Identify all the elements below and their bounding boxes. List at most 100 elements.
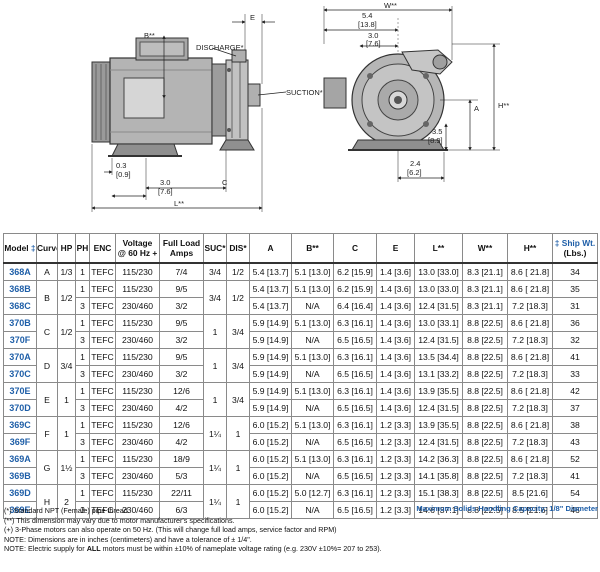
dim-35-cm-label: [8.9] — [428, 136, 443, 145]
cell-ship: 33 — [552, 365, 598, 383]
cell-b: N/A — [291, 467, 334, 485]
cell-l: 13.0 [33.0] — [414, 262, 463, 281]
cell-ship: 42 — [552, 382, 598, 400]
cell-h: 7.2 [18.3] — [507, 297, 553, 315]
cell-h: 8.6 [ 21.8] — [507, 450, 553, 468]
cell-h: 8.6 [ 21.8] — [507, 416, 553, 434]
cell-b: N/A — [291, 297, 334, 315]
cell-amps: 6/3 — [159, 501, 204, 519]
cell-enc: TEFC — [89, 314, 116, 332]
col-ship: ‡ Ship Wt.(Lbs.) — [552, 233, 598, 264]
cell-c: 6.3 [16.1] — [333, 484, 377, 502]
cell-a: 6.0 [15.2] — [249, 450, 292, 468]
cell-e: 1.4 [3.6] — [376, 331, 415, 349]
cell-enc: TEFC — [89, 450, 116, 468]
cell-ph: 1 — [75, 262, 90, 281]
cell-ship: 46 — [552, 501, 598, 519]
col-dis: DIS* — [226, 233, 250, 264]
discharge-label: DISCHARGE* — [196, 43, 244, 52]
cell-h: 7.2 [18.3] — [507, 433, 553, 451]
cell-a: 6.0 [15.2] — [249, 416, 292, 434]
cell-e: 1.4 [3.6] — [376, 348, 415, 366]
cell-w: 8.8 [22.5] — [462, 348, 508, 366]
cell-a: 5.4 [13.7] — [249, 280, 292, 298]
cell-dis: 1 — [226, 416, 250, 451]
cell-model: 368B — [3, 280, 37, 298]
cell-l: 13.9 [35.5] — [414, 416, 463, 434]
cell-b: 5.1 [13.0] — [291, 262, 334, 281]
cell-c: 6.3 [16.1] — [333, 450, 377, 468]
cell-ph: 3 — [75, 433, 90, 451]
cell-voltage: 115/230 — [115, 416, 160, 434]
cell-ph: 1 — [75, 314, 90, 332]
cell-dis: 3/4 — [226, 314, 250, 349]
cell-ph: 3 — [75, 331, 90, 349]
cell-dis: 1 — [226, 450, 250, 485]
cell-e: 1.4 [3.6] — [376, 314, 415, 332]
dim-30b-label: 3.0 — [368, 31, 378, 40]
col-b: B** — [291, 233, 334, 264]
dim-30-cm-label: [7.6] — [158, 187, 173, 196]
note-tolerance: NOTE: Dimensions are in inches (centimet… — [4, 534, 252, 544]
cell-a: 5.4 [13.7] — [249, 297, 292, 315]
cell-enc: TEFC — [89, 399, 116, 417]
note-thread: (*) Standard NPT (Female) pipe thread. — [4, 506, 130, 515]
cell-ph: 1 — [75, 348, 90, 366]
cell-enc: TEFC — [89, 262, 116, 281]
cell-h: 8.5 [21.6] — [507, 484, 553, 502]
cell-ship: 38 — [552, 416, 598, 434]
cell-l: 12.4 [31.5] — [414, 399, 463, 417]
cell-hp: 1 — [57, 382, 76, 417]
cell-model: 369D — [3, 484, 37, 502]
cell-curve: E — [36, 382, 58, 417]
cell-h: 8.6 [ 21.8] — [507, 262, 553, 281]
cell-voltage: 230/460 — [115, 467, 160, 485]
cell-e: 1.2 [3.3] — [376, 433, 415, 451]
cell-e: 1.4 [3.6] — [376, 280, 415, 298]
cell-e: 1.2 [3.3] — [376, 467, 415, 485]
cell-a: 5.9 [14.9] — [249, 348, 292, 366]
cell-ph: 3 — [75, 297, 90, 315]
cell-amps: 22/11 — [159, 484, 204, 502]
cell-c: 6.3 [16.1] — [333, 348, 377, 366]
cell-voltage: 230/460 — [115, 399, 160, 417]
cell-a: 6.0 [15.2] — [249, 484, 292, 502]
cell-b: N/A — [291, 433, 334, 451]
cell-enc: TEFC — [89, 297, 116, 315]
dim-03-cm-label: [0.9] — [116, 170, 131, 179]
cell-h: 8.6 [ 21.8] — [507, 280, 553, 298]
cell-h: 8.6 [ 21.8] — [507, 382, 553, 400]
cell-curve: A — [36, 262, 58, 281]
cell-voltage: 230/460 — [115, 297, 160, 315]
cell-amps: 3/2 — [159, 365, 204, 383]
cell-voltage: 115/230 — [115, 484, 160, 502]
cell-suc: 1 — [203, 348, 227, 383]
cell-c: 6.5 [16.5] — [333, 433, 377, 451]
cell-ph: 1 — [75, 484, 90, 502]
side-view: DISCHARGE* SUCTION* B** E 0.3 [0.9] 3.0 … — [91, 13, 323, 212]
cell-suc: 1¼ — [203, 450, 227, 485]
dim-w-label: W** — [384, 1, 397, 10]
col-suc: SUC* — [203, 233, 227, 264]
cell-model: 368A — [3, 262, 37, 281]
cell-c: 6.5 [16.5] — [333, 399, 377, 417]
footnotes: (*) Standard NPT (Female) pipe thread. (… — [4, 506, 596, 554]
cell-l: 13.0 [33.1] — [414, 314, 463, 332]
dim-30b-cm-label: [7.6] — [366, 39, 381, 48]
cell-amps: 9/5 — [159, 280, 204, 298]
cell-dis: 1/2 — [226, 262, 250, 281]
cell-e: 1.2 [3.3] — [376, 484, 415, 502]
cell-model: 369B — [3, 467, 37, 485]
col-voltage: Voltage@ 60 Hz + — [115, 233, 160, 264]
cell-b: 5.0 [12.7] — [291, 484, 334, 502]
cell-b: N/A — [291, 399, 334, 417]
cell-l: 14.1 [35.8] — [414, 467, 463, 485]
col-curve: Curve — [36, 233, 58, 264]
cell-amps: 12/6 — [159, 416, 204, 434]
cell-b: 5.1 [13.0] — [291, 416, 334, 434]
